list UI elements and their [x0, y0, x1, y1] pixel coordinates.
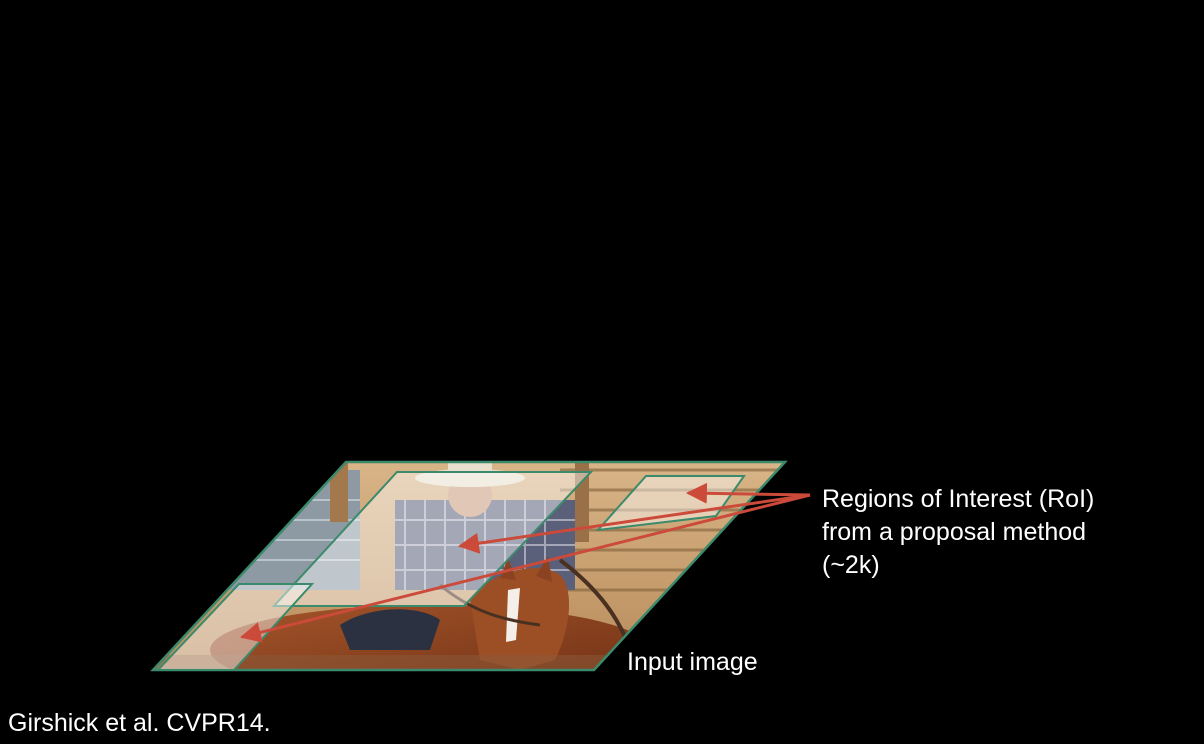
roi-box [155, 583, 315, 671]
roi-arrow [239, 493, 811, 643]
roi-line-1: Regions of Interest (RoI) [822, 485, 1095, 513]
roi-line-2: from a proposal method [822, 518, 1087, 546]
roi-arrow [457, 493, 811, 554]
roi-arrow [685, 482, 811, 504]
roi-boxes [155, 471, 746, 671]
input-image-border [150, 460, 788, 672]
roi-annotation: Regions of Interest (RoI) from a proposa… [822, 483, 1094, 582]
citation: Girshick et al. CVPR14. [8, 709, 271, 737]
roi-box [271, 471, 594, 607]
roi-arrows [239, 482, 811, 643]
roi-box [595, 475, 746, 532]
input-image-label: Input image [627, 648, 758, 676]
roi-line-3: (~2k) [822, 551, 880, 579]
